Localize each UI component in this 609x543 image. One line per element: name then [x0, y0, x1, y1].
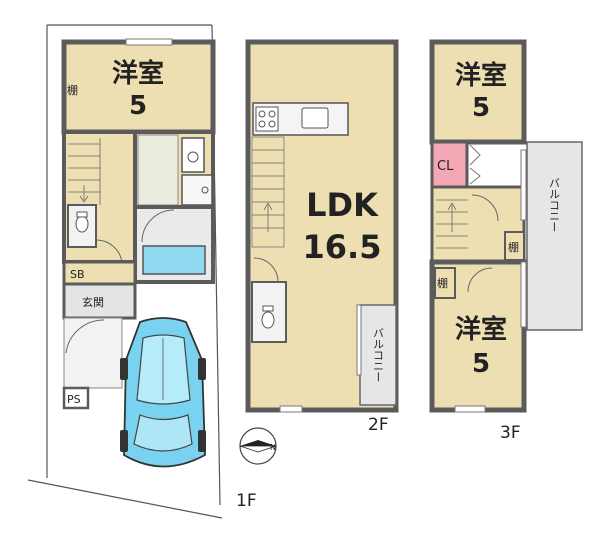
window-3f-bottom — [454, 405, 486, 413]
porch-1f — [63, 317, 123, 389]
floor-label-2f: 2F — [368, 415, 389, 435]
stove-icon — [255, 106, 279, 132]
closet-3f — [430, 140, 469, 189]
balcony-door-3f-a — [520, 149, 527, 221]
western-room-1f — [61, 39, 216, 135]
basin-bowl-icon — [187, 151, 199, 163]
compass-north-label: N — [270, 443, 276, 452]
shelf-label-1f: 棚 — [67, 83, 78, 97]
western-room-3f-b-name: 洋室 — [455, 314, 507, 345]
floor-2f: バルコニー LDK 16.5 2F — [245, 39, 399, 435]
toilet-tank-icon — [76, 211, 88, 218]
balcony-door-3f-b — [520, 261, 527, 328]
car-icon — [120, 317, 206, 468]
closet-label: CL — [437, 159, 454, 174]
western-room-3f-a — [429, 39, 527, 145]
bathtub-icon — [142, 245, 206, 275]
door-swing-icon — [96, 239, 123, 263]
door-swing-icon-3f-a — [471, 194, 499, 222]
balcony-3f-label: バルコニー — [548, 178, 561, 233]
ldk-name: LDK — [306, 186, 379, 224]
western-room-1f-size: 5 — [129, 91, 147, 121]
shelf-3f-a-label: 棚 — [508, 240, 519, 254]
entrance-1f — [62, 282, 137, 320]
entrance-label: 玄関 — [82, 295, 104, 309]
drain-icon — [201, 186, 209, 194]
western-room-1f-name: 洋室 — [112, 58, 164, 89]
balcony-3f — [526, 141, 583, 331]
door-swing-icon-3f-b — [467, 267, 493, 293]
western-room-3f-b-size: 5 — [472, 349, 490, 379]
toilet-icon — [75, 215, 89, 233]
shelf-3f-b-label: 棚 — [437, 276, 448, 290]
balcony-door-2f — [356, 304, 362, 376]
window-1f-top — [125, 38, 173, 46]
wash-counter — [137, 134, 179, 206]
road-line — [27, 479, 223, 519]
kitchen-sink-icon — [301, 107, 329, 129]
western-room-3f-a-name: 洋室 — [455, 60, 507, 91]
compass: N — [239, 427, 277, 465]
pipe-space-label: PS — [67, 393, 81, 406]
floor-label-3f: 3F — [500, 423, 521, 443]
window-2f-bottom — [279, 405, 303, 413]
closet-door-icon — [469, 144, 481, 166]
toilet-icon-2f — [261, 311, 275, 329]
pipe-space — [62, 386, 90, 410]
stairs-1f — [68, 138, 101, 205]
bath-door-swing-icon — [141, 209, 175, 243]
western-room-3f-a-size: 5 — [472, 93, 490, 123]
balcony-2f-label: バルコニー — [372, 328, 385, 383]
shelf-3f-b — [434, 267, 456, 299]
floor-label-1f: 1F — [236, 491, 257, 511]
washbasin-icon — [181, 137, 205, 173]
door-swing-icon-2f — [253, 257, 279, 283]
stairs-2f — [251, 136, 285, 248]
ldk-size: 16.5 — [303, 228, 382, 266]
shoe-box-label: SB — [70, 268, 85, 281]
floor-3f: バルコニー 洋室 5 CL 棚 棚 洋室 5 3F — [429, 39, 583, 443]
floor-1f: 洋室 5 棚 SB 玄関 PS N 1F — [27, 24, 277, 519]
stairs-3f — [436, 199, 468, 249]
entrance-door-swing-icon — [65, 319, 105, 354]
